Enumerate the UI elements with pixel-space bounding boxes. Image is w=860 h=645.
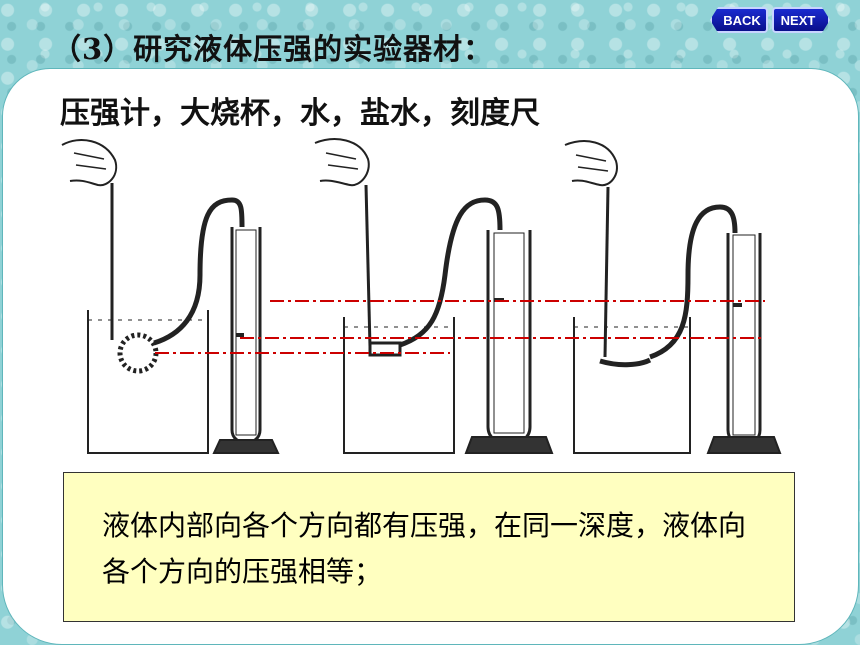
next-button[interactable]: NEXT — [772, 7, 830, 33]
experiment-illustration — [61, 138, 782, 454]
setup-2 — [314, 138, 554, 454]
setup-3 — [564, 140, 782, 454]
materials-list: 压强计，大烧杯，水，盐水，刻度尺 — [60, 96, 540, 131]
conclusion-box: 液体内部向各个方向都有压强，在同一深度，液体向各个方向的压强相等； — [63, 472, 795, 622]
setup-1 — [61, 139, 280, 454]
slide-title: （3）研究液体压强的实验器材： — [52, 32, 494, 66]
level-guide-lines — [155, 300, 765, 354]
back-button[interactable]: BACK — [710, 7, 768, 33]
